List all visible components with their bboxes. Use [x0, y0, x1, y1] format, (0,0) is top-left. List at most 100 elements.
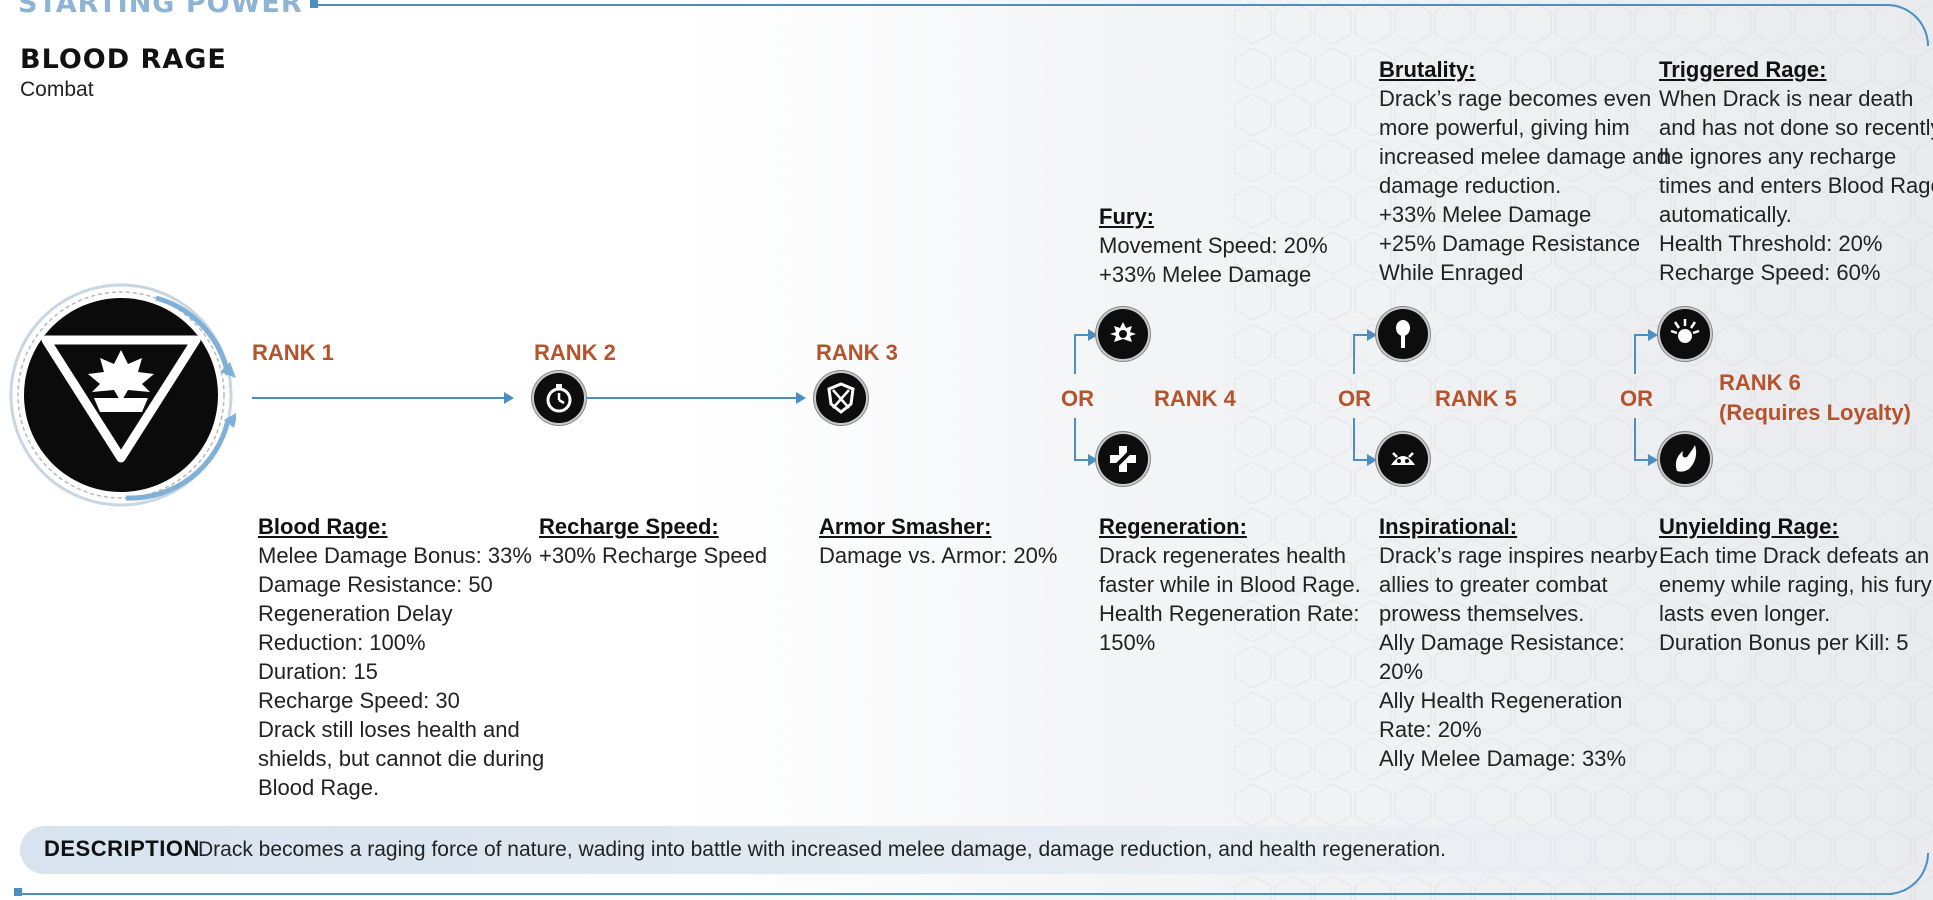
header-rule	[310, 4, 1873, 6]
branch-line-5-down	[1353, 418, 1355, 460]
footer-rule-dot	[14, 888, 22, 896]
branch-arrow-4-down	[1088, 454, 1098, 466]
inspirational-line: Ally Damage Resistance:	[1379, 630, 1625, 655]
branch-line-5-down-h	[1353, 459, 1367, 461]
description-text: Drack becomes a raging force of nature, …	[198, 838, 1446, 861]
footer-rule	[16, 893, 1893, 895]
regeneration-skill-button[interactable]	[1098, 434, 1148, 484]
inspirational-line: 20%	[1379, 659, 1424, 684]
connector-arrow-2	[796, 392, 806, 404]
connector-line-1	[252, 397, 504, 399]
brutality-line: Drack’s rage becomes even	[1379, 86, 1652, 111]
or-label-rank-4: OR	[1061, 386, 1094, 411]
branch-line-6-up-h	[1634, 334, 1648, 336]
inspirational-line: Drack’s rage inspires nearby	[1379, 543, 1658, 568]
regeneration-line: 150%	[1099, 630, 1156, 655]
blood-rage-line: Regeneration Delay	[258, 601, 453, 626]
triggered-rage-line: Health Threshold: 20%	[1659, 231, 1883, 256]
fury-skill-button[interactable]	[1098, 309, 1148, 359]
blood-rage-line: Drack still loses health and	[258, 717, 520, 742]
triggered-rage-line: When Drack is near death	[1659, 86, 1914, 111]
unyielding-rage-details: Unyielding Rage: Each time Drack defeats…	[1659, 512, 1932, 657]
brutality-line: While Enraged	[1379, 260, 1524, 285]
triggered-rage-line: automatically.	[1659, 202, 1792, 227]
rank-2-label: RANK 2	[534, 340, 616, 365]
crown-fist-icon	[1110, 322, 1136, 342]
branch-line-6-down	[1634, 418, 1636, 460]
brutality-details: Brutality: Drack’s rage becomes even mor…	[1379, 55, 1669, 287]
rank-3-label: RANK 3	[816, 340, 898, 365]
unyielding-rage-line: Each time Drack defeats an	[1659, 543, 1930, 568]
branch-arrow-5-up	[1367, 329, 1377, 341]
triggered-rage-line: he ignores any recharge	[1659, 144, 1897, 169]
fury-line: +33% Melee Damage	[1099, 262, 1312, 287]
branch-arrow-6-down	[1648, 454, 1658, 466]
inspirational-details: Inspirational: Drack’s rage inspires nea…	[1379, 512, 1657, 773]
rank-5-label: RANK 5	[1435, 386, 1517, 411]
branch-line-4-up-h	[1074, 334, 1088, 336]
inspirational-line: Rate: 20%	[1379, 717, 1482, 742]
branch-line-5-up-h	[1353, 334, 1367, 336]
unyielding-rage-line: lasts even longer.	[1659, 601, 1831, 626]
branch-line-6-down-h	[1634, 459, 1648, 461]
triggered-rage-title: Triggered Rage:	[1659, 57, 1827, 82]
or-label-rank-6: OR	[1620, 386, 1653, 411]
rank-6-label: RANK 6	[1719, 370, 1801, 395]
armor-smasher-skill-button[interactable]	[816, 373, 866, 423]
blood-rage-line: Damage Resistance: 50	[258, 572, 493, 597]
connector-arrow-1	[504, 392, 514, 404]
inspirational-line: Ally Health Regeneration	[1379, 688, 1623, 713]
triggered-rage-details: Triggered Rage: When Drack is near death…	[1659, 55, 1933, 287]
inspirational-line: Ally Melee Damage: 33%	[1379, 746, 1627, 771]
brutality-line: +33% Melee Damage	[1379, 202, 1592, 227]
blood-rage-line: Blood Rage.	[258, 775, 380, 800]
fury-title: Fury:	[1099, 204, 1154, 229]
inspirational-line: allies to greater combat	[1379, 572, 1608, 597]
branch-line-4-up	[1074, 334, 1076, 374]
brutality-skill-button[interactable]	[1378, 309, 1428, 359]
hex-pattern-background	[1233, 0, 1933, 900]
shield-broken-icon	[827, 382, 855, 414]
blood-rage-main-icon[interactable]	[6, 280, 238, 510]
recharge-speed-line: +30% Recharge Speed	[539, 543, 768, 568]
recharge-speed-skill-button[interactable]	[534, 373, 584, 423]
armor-smasher-title: Armor Smasher:	[819, 514, 992, 539]
recharge-speed-title: Recharge Speed:	[539, 514, 719, 539]
triggered-rage-line: Recharge Speed: 60%	[1659, 260, 1881, 285]
brutality-line: +25% Damage Resistance	[1379, 231, 1641, 256]
branch-arrow-4-up	[1088, 329, 1098, 341]
or-label-rank-5: OR	[1338, 386, 1371, 411]
flame-claw-icon	[1675, 445, 1697, 472]
burst-icon	[1670, 319, 1700, 343]
triggered-rage-skill-button[interactable]	[1660, 309, 1710, 359]
regeneration-details: Regeneration: Drack regenerates health f…	[1099, 512, 1361, 657]
blood-rage-line: Reduction: 100%	[258, 630, 426, 655]
rank-1-label: RANK 1	[252, 340, 334, 365]
branch-line-4-down-h	[1074, 459, 1088, 461]
brutality-title: Brutality:	[1379, 57, 1476, 82]
unyielding-rage-skill-button[interactable]	[1660, 434, 1710, 484]
inspirational-skill-button[interactable]	[1378, 434, 1428, 484]
branch-arrow-5-down	[1367, 454, 1377, 466]
fury-details: Fury: Movement Speed: 20% +33% Melee Dam…	[1099, 202, 1328, 289]
brutality-line: damage reduction.	[1379, 173, 1562, 198]
power-category: Combat	[20, 78, 94, 101]
cross-heal-icon	[1110, 446, 1136, 472]
torch-icon	[1396, 320, 1410, 348]
description-bar	[20, 826, 1720, 874]
regeneration-title: Regeneration:	[1099, 514, 1247, 539]
regeneration-line: Health Regeneration Rate:	[1099, 601, 1360, 626]
brutality-line: more powerful, giving him	[1379, 115, 1630, 140]
stopwatch-icon	[546, 384, 572, 413]
recharge-speed-details: Recharge Speed: +30% Recharge Speed	[539, 512, 767, 570]
blood-rage-line: Duration: 15	[258, 659, 378, 684]
blood-rage-details: Blood Rage: Melee Damage Bonus: 33% Dama…	[258, 512, 544, 802]
section-header: STARTING POWER	[18, 0, 303, 19]
description-label: DESCRIPTION	[44, 836, 200, 861]
rank-6-sublabel: (Requires Loyalty)	[1719, 400, 1911, 425]
fury-line: Movement Speed: 20%	[1099, 233, 1328, 258]
connector-line-2	[584, 397, 796, 399]
brutality-line: increased melee damage and	[1379, 144, 1669, 169]
unyielding-rage-line: enemy while raging, his fury	[1659, 572, 1932, 597]
branch-arrow-6-up	[1648, 329, 1658, 341]
